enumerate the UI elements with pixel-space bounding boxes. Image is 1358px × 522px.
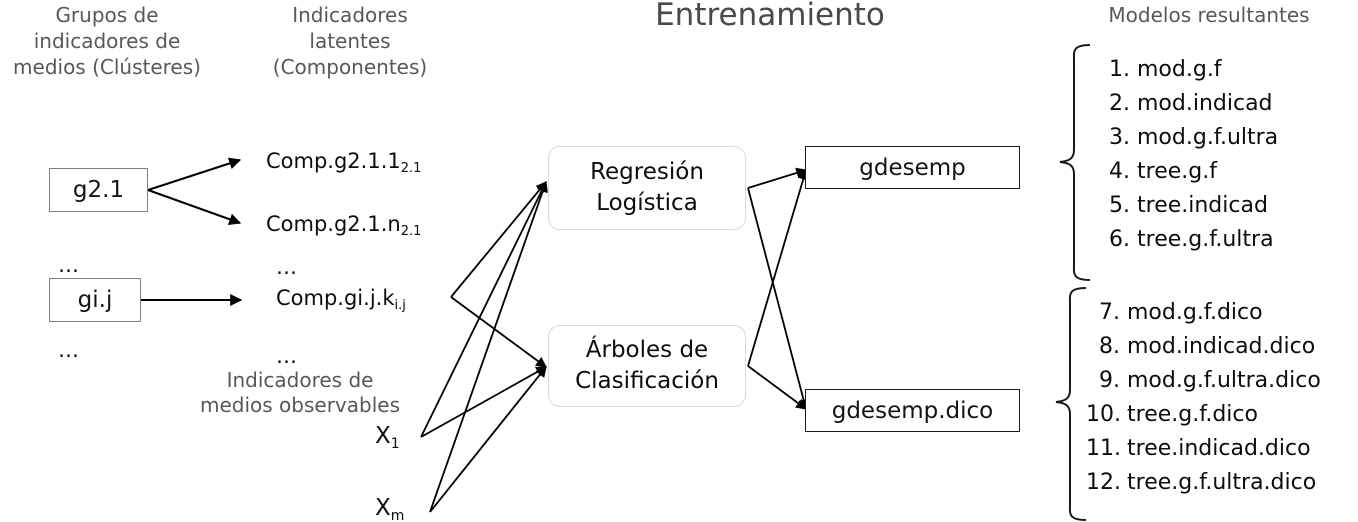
list-item: 3. mod.g.f.ultra — [1096, 121, 1278, 155]
list-item: 10. tree.g.f.dico — [1086, 398, 1321, 432]
model-name: mod.indicad.dico — [1127, 334, 1316, 359]
cluster-box-gij[interactable]: gi.j — [49, 278, 141, 322]
model-name: tree.g.f.dico — [1127, 402, 1258, 427]
list-item: 12. tree.g.f.ultra.dico — [1086, 466, 1321, 500]
model-list-group-2: 7. mod.g.f.dico 8. mod.indicad.dico 9. m… — [1086, 296, 1321, 500]
model-name: mod.indicad — [1137, 91, 1273, 116]
component-ellipsis-bottom: … — [276, 344, 298, 368]
model-name: mod.g.f.ultra.dico — [1127, 368, 1321, 393]
target-box-gdesemp-label: gdesemp — [859, 154, 966, 181]
list-item: 6. tree.g.f.ultra — [1096, 223, 1278, 257]
model-number: 4. — [1109, 159, 1130, 184]
observable-x1-sub: 1 — [390, 436, 400, 452]
model-name: tree.indicad.dico — [1127, 436, 1311, 461]
target-box-gdesemp-dico[interactable]: gdesemp.dico — [805, 389, 1020, 432]
model-number: 12. — [1086, 470, 1121, 495]
header-clusters: Grupos de indicadores de medios (Clúster… — [13, 3, 201, 79]
observable-xm-text: X — [375, 495, 391, 521]
list-item: 1. mod.g.f — [1096, 53, 1278, 87]
model-number: 11. — [1086, 436, 1121, 461]
model-number: 10. — [1086, 402, 1121, 427]
observable-indicators-note: Indicadores de medios observables — [200, 368, 400, 417]
edge-methods-to-targets — [747, 167, 809, 411]
target-box-gdesemp[interactable]: gdesemp — [805, 146, 1020, 189]
component-label-1: Comp.g2.1.12.1 — [266, 148, 421, 178]
component-label-2-text: Comp.g2.1.n — [266, 212, 401, 236]
list-item: 5. tree.indicad — [1096, 189, 1278, 223]
model-number: 9. — [1099, 368, 1120, 393]
observable-xm-sub: m — [390, 508, 405, 522]
model-name: tree.indicad — [1137, 193, 1268, 218]
model-name: tree.g.f.ultra — [1137, 227, 1274, 252]
list-item: 9. mod.g.f.ultra.dico — [1086, 364, 1321, 398]
model-name: mod.g.f — [1137, 57, 1222, 82]
method-box-classification-trees[interactable]: Árboles de Clasificación — [548, 325, 746, 407]
header-latent: Indicadores latentes (Componentes) — [272, 3, 428, 79]
page-title: Entrenamiento — [655, 0, 885, 33]
method-box-logistic-regression-line2: Logística — [596, 190, 698, 216]
observable-xm: Xm — [375, 495, 405, 522]
component-label-1-sub: 2.1 — [400, 161, 422, 176]
cluster-ellipsis-bottom: … — [58, 338, 80, 362]
component-label-3-sub: i.j — [394, 298, 406, 313]
method-box-logistic-regression[interactable]: Regresión Logística — [548, 146, 746, 230]
component-label-2: Comp.g2.1.n2.1 — [266, 211, 421, 241]
list-item: 4. tree.g.f — [1096, 155, 1278, 189]
method-box-logistic-regression-line1: Regresión — [590, 159, 704, 185]
edge-cluster-g21-to-components — [147, 157, 242, 226]
model-number: 8. — [1099, 334, 1120, 359]
component-label-2-sub: 2.1 — [400, 224, 422, 239]
list-item: 11. tree.indicad.dico — [1086, 432, 1321, 466]
cluster-ellipsis-top: … — [58, 253, 80, 277]
component-ellipsis-top: … — [276, 255, 298, 279]
header-models: Modelos resultantes — [1108, 3, 1310, 27]
list-item: 7. mod.g.f.dico — [1086, 296, 1321, 330]
cluster-box-gij-label: gi.j — [77, 287, 113, 313]
cluster-box-g21[interactable]: g2.1 — [49, 168, 148, 212]
cluster-box-g21-label: g2.1 — [72, 177, 125, 203]
list-item: 2. mod.indicad — [1096, 87, 1278, 121]
model-number: 6. — [1109, 227, 1130, 252]
model-name: tree.g.f — [1137, 159, 1217, 184]
model-name: mod.g.f.dico — [1127, 300, 1263, 325]
method-box-classification-trees-line1: Árboles de — [585, 337, 709, 363]
model-number: 3. — [1109, 125, 1130, 150]
model-number: 5. — [1109, 193, 1130, 218]
model-name: mod.g.f.ultra — [1137, 125, 1279, 150]
component-label-3-text: Comp.gi.j.k — [276, 286, 395, 310]
model-number: 7. — [1099, 300, 1120, 325]
model-list-group-1: 1. mod.g.f 2. mod.indicad 3. mod.g.f.ult… — [1096, 53, 1278, 257]
brace-models-group-1 — [1059, 44, 1091, 281]
model-name: tree.g.f.ultra.dico — [1127, 470, 1317, 495]
method-box-classification-trees-line2: Clasificación — [575, 368, 719, 394]
list-item: 8. mod.indicad.dico — [1086, 330, 1321, 364]
edge-inputs-to-methods — [420, 180, 548, 513]
observable-x1: X1 — [375, 423, 400, 452]
observable-x1-text: X — [375, 423, 391, 449]
component-label-1-text: Comp.g2.1.1 — [266, 149, 401, 173]
target-box-gdesemp-dico-label: gdesemp.dico — [831, 397, 994, 424]
model-number: 1. — [1109, 57, 1130, 82]
component-label-3: Comp.gi.j.ki.j — [276, 285, 406, 315]
brace-models-group-2 — [1055, 287, 1087, 521]
model-number: 2. — [1109, 91, 1130, 116]
